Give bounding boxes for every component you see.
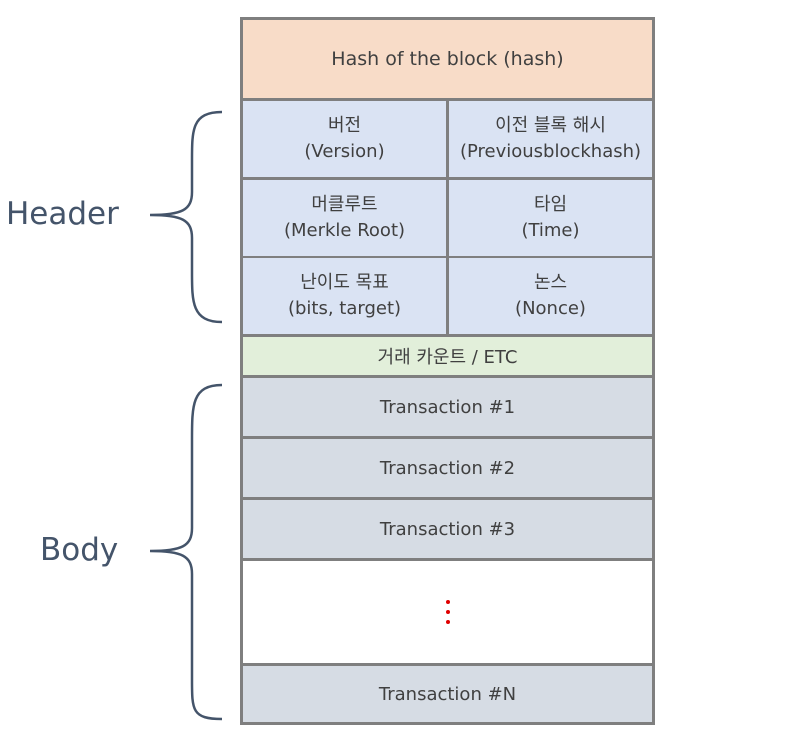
- version-en: (Version): [304, 141, 385, 162]
- transaction-row: Transaction #2: [243, 439, 652, 497]
- block-hash-row: Hash of the block (hash): [243, 20, 652, 98]
- vertical-ellipsis-icon: [445, 597, 450, 627]
- transaction-row: Transaction #N: [243, 666, 652, 722]
- transaction-count-row: 거래 카운트 / ETC: [243, 337, 652, 375]
- merkle-root-ko: 머클루트: [311, 194, 378, 215]
- previousblockhash-ko: 이전 블록 해시: [495, 115, 606, 136]
- time-en: (Time): [521, 220, 580, 241]
- header-cell-merkle-root: 머클루트 (Merkle Root): [243, 180, 446, 256]
- nonce-ko: 논스: [533, 272, 568, 293]
- nonce-en: (Nonce): [515, 298, 586, 319]
- header-cell-nonce: 논스 (Nonce): [449, 258, 652, 334]
- header-cell-previousblockhash: 이전 블록 해시 (Previousblockhash): [449, 101, 652, 177]
- merkle-root-en: (Merkle Root): [283, 220, 406, 241]
- transaction-row: Transaction #3: [243, 500, 652, 558]
- previousblockhash-en: (Previousblockhash): [459, 141, 642, 162]
- block-structure: Hash of the block (hash) 버전 (Version) 이전…: [240, 17, 655, 725]
- body-brace-icon: [149, 383, 223, 721]
- header-cell-version: 버전 (Version): [243, 101, 446, 177]
- transaction-row: Transaction #1: [243, 378, 652, 436]
- header-brace-icon: [149, 110, 223, 324]
- bits-target-en: (bits, target): [287, 298, 402, 319]
- time-ko: 타임: [533, 194, 568, 215]
- bits-target-ko: 난이도 목표: [300, 272, 389, 293]
- version-ko: 버전: [327, 115, 362, 136]
- header-label: Header: [6, 196, 119, 232]
- body-label: Body: [40, 532, 119, 568]
- header-cell-bits-target: 난이도 목표 (bits, target): [243, 258, 446, 334]
- ellipsis-row: [243, 561, 652, 663]
- header-cell-time: 타임 (Time): [449, 180, 652, 256]
